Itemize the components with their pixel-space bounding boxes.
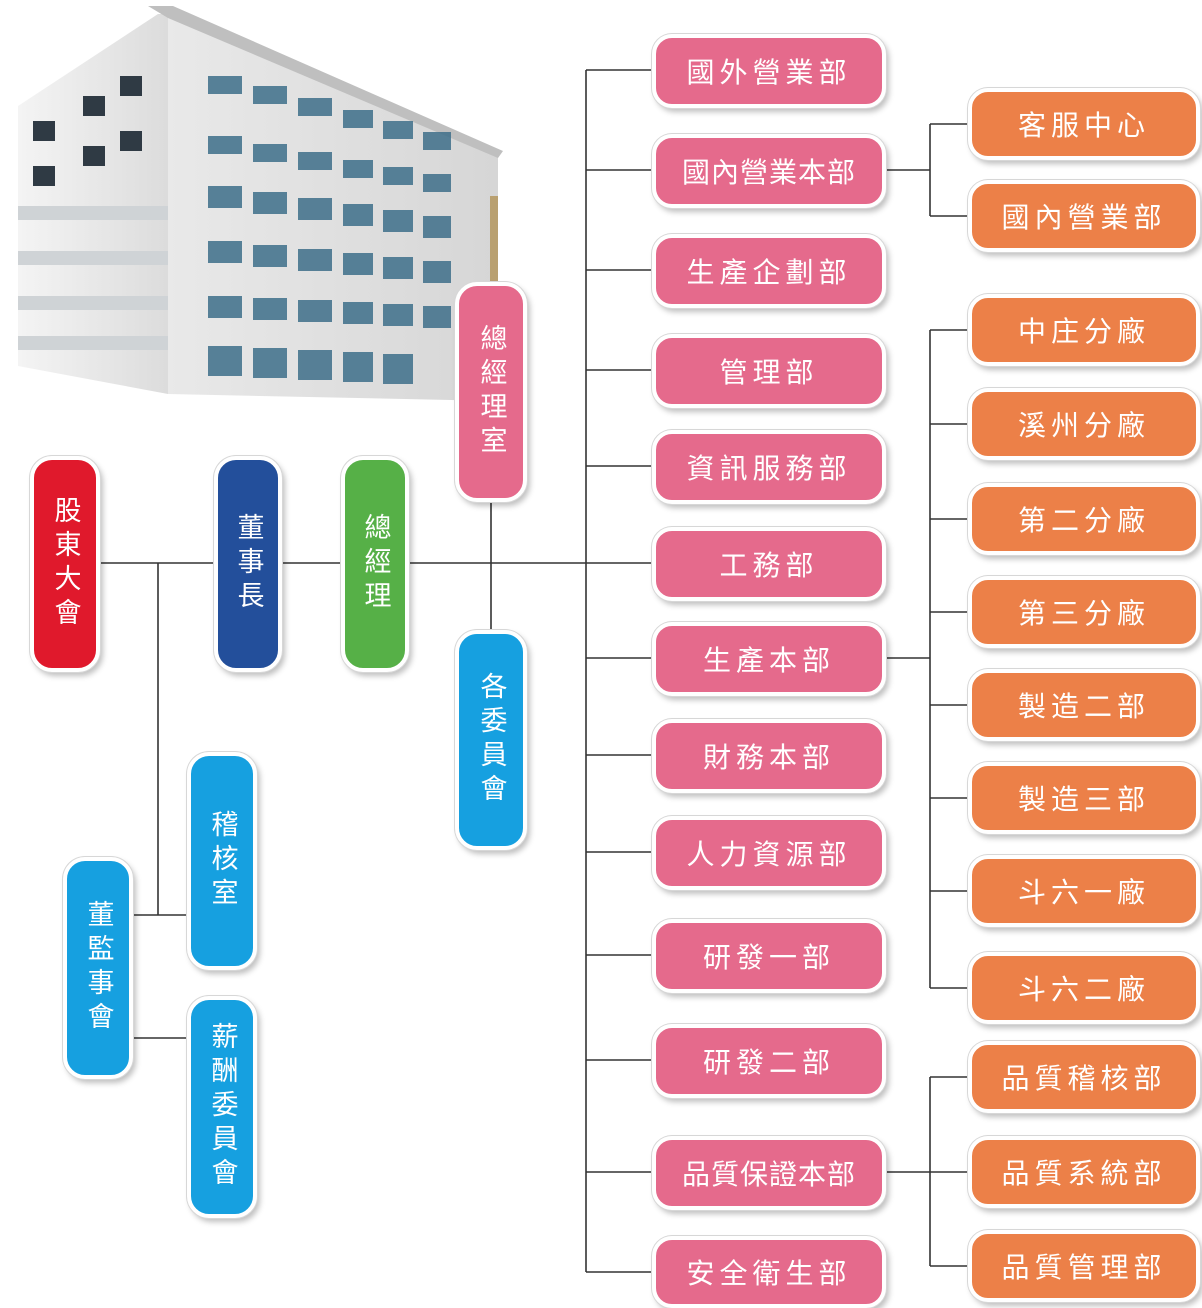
audit-office-node: 稽核室 [187, 752, 257, 970]
department-node: 國外營業部 [652, 34, 886, 108]
sub-unit-node: 國內營業部 [968, 180, 1200, 252]
board-meeting-node: 董監事會 [63, 857, 133, 1079]
sub-unit-node: 斗六一廠 [968, 855, 1200, 927]
office-building-image [18, 6, 503, 401]
salary-committee-node: 薪酬委員會 [187, 996, 257, 1218]
committees-node: 各委員會 [455, 630, 527, 850]
department-node: 國內營業本部 [652, 134, 886, 208]
sub-unit-node: 品質系統部 [968, 1136, 1200, 1208]
department-node: 生產本部 [652, 622, 886, 696]
sub-unit-node: 斗六二廠 [968, 952, 1200, 1024]
department-node: 生產企劃部 [652, 234, 886, 308]
shareholders-meeting-node: 股東大會 [30, 456, 100, 672]
sub-unit-node: 品質稽核部 [968, 1041, 1200, 1113]
sub-unit-node: 第二分廠 [968, 483, 1200, 555]
sub-unit-node: 第三分廠 [968, 576, 1200, 648]
department-node: 安全衛生部 [652, 1236, 886, 1308]
president-office-node: 總經理室 [455, 282, 527, 502]
department-node: 品質保證本部 [652, 1136, 886, 1210]
department-node: 管理部 [652, 334, 886, 408]
department-node: 研發一部 [652, 919, 886, 993]
sub-unit-node: 製造三部 [968, 762, 1200, 834]
sub-unit-node: 製造二部 [968, 669, 1200, 741]
sub-unit-node: 中庄分廠 [968, 294, 1200, 366]
sub-unit-node: 品質管理部 [968, 1230, 1200, 1302]
sub-unit-node: 溪州分廠 [968, 388, 1200, 460]
department-node: 人力資源部 [652, 816, 886, 890]
president-node: 總經理 [341, 456, 409, 672]
board-chair-node: 董事長 [214, 456, 282, 672]
department-node: 工務部 [652, 527, 886, 601]
department-node: 研發二部 [652, 1024, 886, 1098]
sub-unit-node: 客服中心 [968, 88, 1200, 160]
department-node: 資訊服務部 [652, 430, 886, 504]
department-node: 財務本部 [652, 719, 886, 793]
